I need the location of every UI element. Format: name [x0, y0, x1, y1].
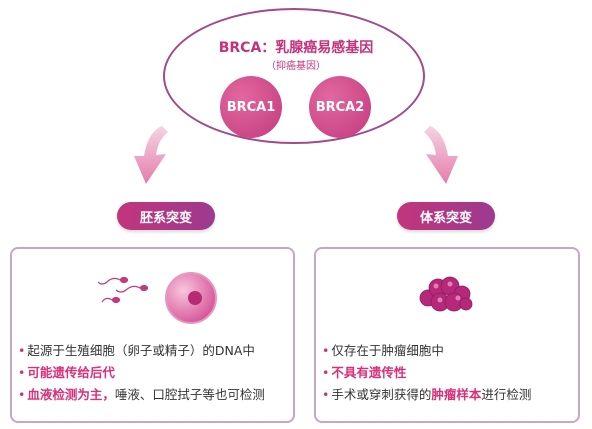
egg-cell-icon [165, 272, 217, 324]
somatic-bullet-2: •不具有遗传性 [322, 365, 407, 380]
brca-title: BRCA：乳腺癌易感基因 [218, 40, 374, 56]
germline-panel [10, 247, 295, 423]
brca-subtitle: （抑癌基因） [266, 61, 326, 72]
germline-bullet-2: •可能遗传给后代 [18, 365, 115, 380]
right-arrow-icon [424, 126, 458, 184]
germline-bullets: •起源于生殖细胞（卵子或精子）的DNA中 •可能遗传给后代 •血液检测为主，唾液… [18, 340, 265, 406]
sperm-icon [98, 276, 149, 304]
brca-ellipse [163, 8, 425, 144]
tumor-icon [419, 276, 473, 312]
germline-bullet-1: •起源于生殖细胞（卵子或精子）的DNA中 [18, 343, 255, 358]
gene-brca1: BRCA1 [220, 76, 282, 138]
germline-bullet-3: •血液检测为主，唾液、口腔拭子等也可检测 [18, 387, 265, 402]
somatic-bullets: •仅存在于肿瘤细胞中 •不具有遗传性 •手术或穿刺获得的肿瘤样本进行检测 [322, 340, 531, 406]
somatic-bullet-1: •仅存在于肿瘤细胞中 [322, 343, 444, 358]
left-arrow-icon [134, 126, 168, 184]
somatic-panel [314, 247, 580, 423]
somatic-label: 体系突变 [397, 202, 495, 230]
somatic-bullet-3: •手术或穿刺获得的肿瘤样本进行检测 [322, 387, 532, 402]
germline-label: 胚系突变 [117, 202, 215, 230]
gene-brca2: BRCA2 [309, 76, 371, 138]
